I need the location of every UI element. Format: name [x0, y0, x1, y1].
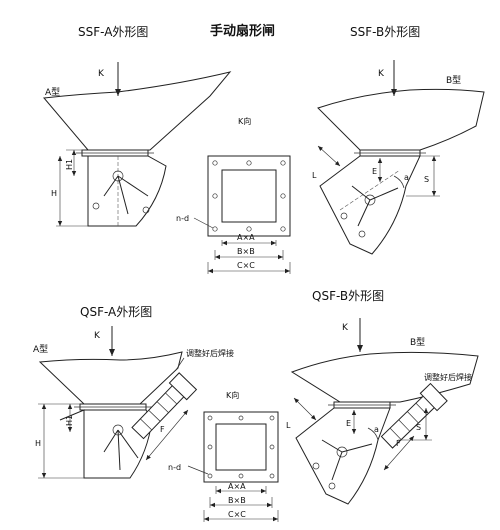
qsf-b-dim-l: L	[286, 421, 291, 430]
qsf-b-view: QSF-B外形图 K B型 调整好后焊接 E L a S	[286, 289, 479, 505]
flange-top-dim-a: A×A	[237, 233, 255, 242]
qsf-b-actuator	[380, 382, 448, 449]
ssf-b-dim-e: E	[372, 167, 377, 176]
ssf-b-dim-l: L	[312, 171, 317, 180]
qsf-a-view: QSF-A外形图 K A型 调整好后焊接 H H1 F	[33, 305, 234, 479]
flange-top-outer	[207, 155, 291, 237]
ssf-b-view: SSF-B外形图 K B型 E S L a	[312, 25, 485, 255]
ssf-b-sector-body	[319, 155, 421, 255]
ssf-b-pivot	[364, 194, 376, 206]
qsf-b-dim-s: S	[416, 423, 421, 432]
flange-view-bottom: K向 n-d A×A B×B C×C	[168, 390, 279, 522]
ssf-a-title: SSF-A外形图	[78, 25, 148, 39]
flange-bottom-view-label: K向	[226, 390, 239, 400]
qsf-a-dim-h1: H1	[65, 415, 74, 426]
ssf-b-type-label: B型	[446, 75, 461, 86]
qsf-a-dim-h: H	[35, 439, 41, 448]
qsf-b-pivot	[336, 446, 348, 458]
qsf-b-dim-e: E	[346, 419, 351, 428]
qsf-a-dim-f: F	[160, 425, 165, 434]
flange-top-inner	[221, 169, 277, 223]
flange-bottom-dim-b: B×B	[228, 496, 246, 505]
qsf-b-title: QSF-B外形图	[312, 289, 384, 303]
qsf-b-force-label: K	[342, 323, 349, 333]
flange-bottom-outer	[203, 411, 279, 483]
ssf-a-sector-body	[87, 155, 167, 227]
qsf-b-dim-f: F	[396, 439, 401, 448]
flange-top-view-label: K向	[238, 116, 251, 126]
ssf-a-pivot	[112, 170, 124, 182]
qsf-b-note: 调整好后焊接	[424, 372, 472, 382]
ssf-b-dim-s: S	[424, 175, 429, 184]
ssf-b-dim-a: a	[404, 173, 409, 182]
ssf-a-hopper	[43, 71, 232, 151]
flange-top-hole-label: n-d	[176, 214, 189, 223]
qsf-b-type-label: B型	[410, 337, 425, 348]
ssf-b-title: SSF-B外形图	[350, 25, 420, 39]
qsf-a-title: QSF-A外形图	[80, 305, 152, 319]
flange-view-top: K向 n-d A×A B×B C×C	[176, 116, 291, 274]
ssf-a-view: SSF-A外形图 K A型 H H1	[43, 25, 232, 228]
ssf-b-force-label: K	[378, 69, 385, 79]
flange-bottom-hole-label: n-d	[168, 463, 181, 472]
qsf-a-type-label: A型	[33, 344, 48, 355]
flange-bottom-dim-c: C×C	[228, 510, 246, 519]
qsf-a-force-label: K	[94, 331, 101, 341]
ssf-a-type-label: A型	[45, 87, 60, 98]
flange-bottom-dim-a: A×A	[228, 482, 246, 491]
qsf-b-sector-body	[295, 407, 391, 505]
flange-top-dim-b: B×B	[237, 247, 255, 256]
flange-bottom-holes	[207, 415, 275, 479]
qsf-a-note: 调整好后焊接	[186, 348, 234, 358]
qsf-a-hopper	[38, 351, 183, 405]
ssf-b-hopper	[317, 88, 485, 151]
qsf-b-dim-a: a	[374, 425, 379, 434]
flange-top-holes	[212, 160, 286, 232]
ssf-a-force-label: K	[98, 69, 105, 79]
ssf-a-lever	[103, 175, 119, 197]
ssf-b-lever	[351, 185, 371, 201]
main-title: 手动扇形闸	[210, 23, 275, 39]
ssf-a-dim-h1: H1	[65, 159, 74, 170]
ssf-a-dim-h: H	[51, 189, 57, 198]
flange-top-dim-c: C×C	[237, 261, 255, 270]
flange-bottom-inner	[215, 423, 267, 471]
